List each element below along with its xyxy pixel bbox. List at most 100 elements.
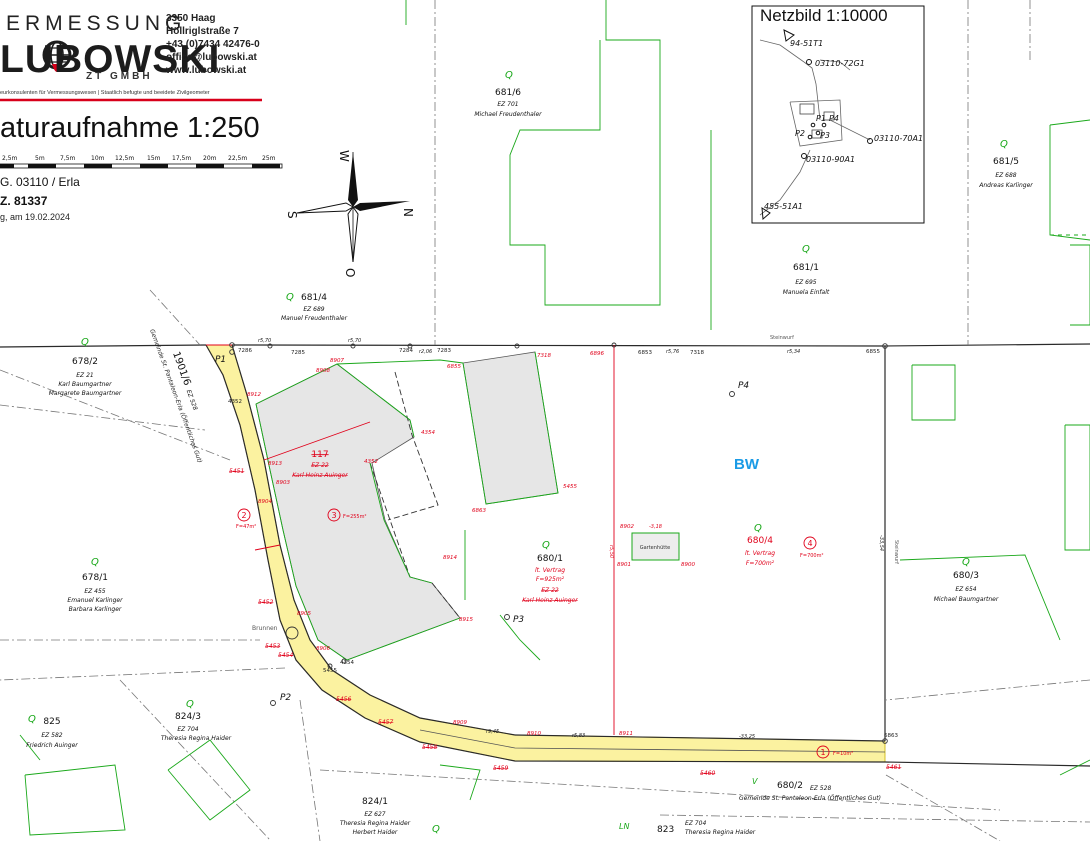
svg-text:P1: P1 xyxy=(816,114,826,123)
svg-text:12,5m: 12,5m xyxy=(115,155,134,162)
red-lines xyxy=(206,344,615,735)
svg-text:8912: 8912 xyxy=(247,392,261,398)
svg-text:Theresia Regina Haider: Theresia Regina Haider xyxy=(161,735,232,742)
svg-text:8913: 8913 xyxy=(268,461,282,467)
svg-text:Q: Q xyxy=(432,824,440,835)
svg-text:5455: 5455 xyxy=(323,668,337,674)
svg-text:P1: P1 xyxy=(215,355,226,365)
brand-name-rest: UBOWSKI xyxy=(24,38,221,81)
svg-text:EZ 582: EZ 582 xyxy=(41,732,62,739)
svg-text:EZ 704: EZ 704 xyxy=(177,726,198,733)
svg-text:Barbara Karlinger: Barbara Karlinger xyxy=(69,606,122,613)
svg-text:681/5: 681/5 xyxy=(993,157,1019,167)
svg-text:5460: 5460 xyxy=(700,770,715,777)
dashed-building-outlines xyxy=(369,371,461,619)
svg-text:5452: 5452 xyxy=(258,599,273,606)
svg-text:Q: Q xyxy=(186,699,194,710)
svg-text:7283: 7283 xyxy=(437,348,451,354)
svg-text:5454: 5454 xyxy=(278,652,293,659)
svg-text:Q: Q xyxy=(505,70,513,81)
svg-text:681/6: 681/6 xyxy=(495,88,521,98)
svg-text:EZ 528: EZ 528 xyxy=(810,785,831,792)
svg-text:P2: P2 xyxy=(280,693,291,703)
svg-text:Karl Heinz Auinger: Karl Heinz Auinger xyxy=(292,472,348,479)
svg-text:Michael Freudenthaler: Michael Freudenthaler xyxy=(474,111,542,118)
dim-vertical-1: r5,50 xyxy=(608,545,614,558)
svg-text:5453: 5453 xyxy=(265,643,280,650)
svg-text:Karl Heinz Auinger: Karl Heinz Auinger xyxy=(522,597,578,604)
svg-text:681/4: 681/4 xyxy=(301,293,327,303)
svg-text:8902: 8902 xyxy=(620,524,634,530)
svg-text:Manuel Freudenthaler: Manuel Freudenthaler xyxy=(281,315,348,322)
svg-text:EZ 22: EZ 22 xyxy=(311,462,329,469)
svg-text:681/1: 681/1 xyxy=(793,263,819,273)
svg-text:F=925m²: F=925m² xyxy=(536,576,565,583)
fixed-point-labels: P1 P4 P2 P3 xyxy=(215,355,749,703)
brand-name-l: L xyxy=(0,38,25,81)
svg-text:6853: 6853 xyxy=(638,350,652,356)
address-block: 3350 Haag Höllriglstraße 7 +43 (0)7434 4… xyxy=(166,12,260,77)
svg-text:823: 823 xyxy=(657,825,674,835)
svg-text:680/3: 680/3 xyxy=(953,571,979,581)
svg-text:6855: 6855 xyxy=(866,349,880,355)
svg-text:8909: 8909 xyxy=(453,720,467,726)
zone-label-bw: BW xyxy=(734,456,760,473)
svg-text:20m: 20m xyxy=(203,155,217,162)
svg-text:r2,06: r2,06 xyxy=(419,349,432,355)
svg-text:94-51T1: 94-51T1 xyxy=(790,39,823,48)
svg-text:EZ 688: EZ 688 xyxy=(995,172,1016,179)
svg-text:LN: LN xyxy=(619,822,629,831)
svg-text:8915: 8915 xyxy=(459,617,473,623)
brand-name: LUBOWSKI xyxy=(0,38,220,82)
label-gartenhuette: Gartenhütte xyxy=(640,545,671,551)
svg-text:EZ 21: EZ 21 xyxy=(76,372,93,379)
svg-text:117: 117 xyxy=(311,450,328,460)
svg-text:P4: P4 xyxy=(829,114,839,123)
svg-text:22,5m: 22,5m xyxy=(228,155,247,162)
svg-text:03110-70A1: 03110-70A1 xyxy=(874,134,923,143)
compass-w: W xyxy=(337,150,351,162)
svg-text:5455: 5455 xyxy=(563,484,577,490)
svg-text:5458: 5458 xyxy=(422,744,437,751)
svg-text:EZ 627: EZ 627 xyxy=(364,811,385,818)
svg-text:455-51A1: 455-51A1 xyxy=(764,202,803,211)
svg-text:8910: 8910 xyxy=(527,731,541,737)
svg-text:8900: 8900 xyxy=(681,562,695,568)
tagline: eurkonsulenten für Vermessungswesen | St… xyxy=(0,90,210,96)
black-point-labels: 7286 7285 7284 7283 6853 7318 6855 4352 … xyxy=(228,348,898,739)
compass-o: O xyxy=(343,268,357,277)
building-gartenhuette xyxy=(631,532,680,561)
svg-text:F=700m²: F=700m² xyxy=(746,560,775,567)
svg-text:7284: 7284 xyxy=(399,348,413,354)
svg-text:lt. Vertrag: lt. Vertrag xyxy=(745,550,775,557)
svg-text:Gemeinde St. Pantaleon-Erla (Ö: Gemeinde St. Pantaleon-Erla (Öffentliche… xyxy=(739,795,881,802)
svg-text:7318: 7318 xyxy=(537,353,551,359)
dim-vertical-2: -33,54 xyxy=(878,535,884,551)
scale-bar-labels: 2,5m 5m 7,5m 10m 12,5m 15m 17,5m 20m 22,… xyxy=(2,155,276,162)
svg-text:17,5m: 17,5m xyxy=(172,155,191,162)
svg-text:8904: 8904 xyxy=(258,499,272,505)
svg-text:Q: Q xyxy=(286,292,294,303)
email: office@lubowski.at xyxy=(166,52,257,63)
area-2-f: F=47m² xyxy=(236,524,256,530)
survey-date: g, am 19.02.2024 xyxy=(0,212,71,222)
svg-text:6863: 6863 xyxy=(472,508,486,514)
page-title: aturaufnahme 1:250 xyxy=(0,112,260,144)
address-line: Höllriglstraße 7 xyxy=(166,26,239,37)
svg-text:Michael Baumgartner: Michael Baumgartner xyxy=(934,596,999,603)
svg-text:8901: 8901 xyxy=(617,562,631,568)
svg-text:4354: 4354 xyxy=(340,660,354,666)
address-line: 3350 Haag xyxy=(166,13,216,24)
svg-text:EZ 689: EZ 689 xyxy=(303,306,324,313)
svg-text:Herbert Haider: Herbert Haider xyxy=(353,829,398,836)
svg-text:4354: 4354 xyxy=(421,430,435,436)
label-steinwurf-side: Steinwurf xyxy=(893,540,899,564)
svg-text:5m: 5m xyxy=(35,155,45,162)
parcel-labels: 681/6 EZ 701 Michael Freudenthaler 681/5… xyxy=(26,88,1033,836)
svg-text:8907: 8907 xyxy=(330,358,344,364)
svg-text:P4: P4 xyxy=(738,381,749,391)
svg-text:03110-72G1: 03110-72G1 xyxy=(815,59,865,68)
svg-text:6855: 6855 xyxy=(447,364,461,370)
svg-text:r5,70: r5,70 xyxy=(258,338,271,344)
